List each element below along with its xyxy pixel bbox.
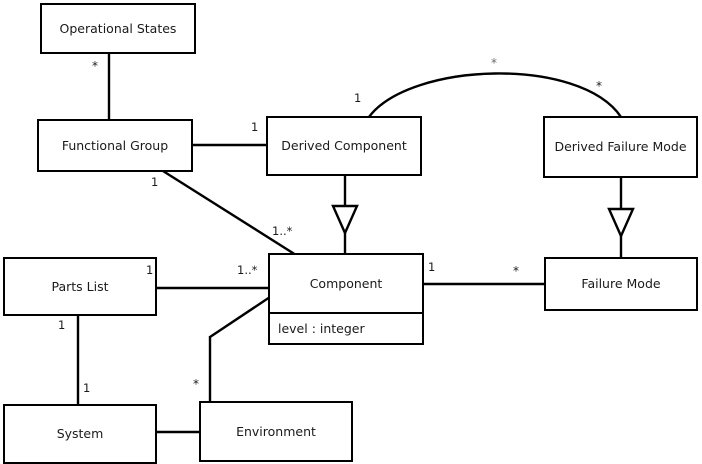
class-name-system: System [56, 426, 104, 442]
class-parts-list[interactable]: Parts List [3, 257, 157, 316]
class-name-parts-list: Parts List [51, 278, 109, 294]
class-operational-states[interactable]: Operational States [40, 3, 196, 54]
generalization-triangle-failure-mode [607, 207, 635, 239]
multiplicity-parts-list-system-bottom: 1 [83, 381, 91, 395]
class-failure-mode[interactable]: Failure Mode [544, 257, 698, 311]
edge-derived-component-derived-failure-mode-arc [368, 72, 622, 118]
class-attribute-component-level: level : integer [270, 312, 422, 343]
class-name-derived-failure-mode: Derived Failure Mode [554, 139, 687, 155]
multiplicity-derived-component-arc: 1 [354, 91, 362, 105]
multiplicity-operational-states-functional-group: * [92, 59, 98, 73]
class-environment[interactable]: Environment [199, 401, 353, 462]
multiplicity-parts-list-component-left: 1 [146, 263, 154, 277]
class-name-functional-group: Functional Group [61, 137, 169, 153]
multiplicity-functional-group-derived-component: 1 [251, 120, 259, 134]
class-derived-component[interactable]: Derived Component [266, 116, 422, 176]
multiplicity-component-from-functional-group: 1..* [272, 224, 293, 238]
multiplicity-environment-component: * [193, 377, 199, 391]
class-name-environment: Environment [236, 423, 316, 439]
class-component[interactable]: Component level : integer [268, 253, 424, 345]
generalization-triangle-component [331, 204, 359, 236]
multiplicity-parts-list-system-top: 1 [58, 318, 66, 332]
multiplicity-component-failure-mode-left: 1 [428, 260, 436, 274]
multiplicity-arc-peak: * [491, 56, 497, 70]
class-derived-failure-mode[interactable]: Derived Failure Mode [543, 116, 698, 178]
multiplicity-functional-group-component: 1 [151, 175, 159, 189]
class-name-derived-component: Derived Component [281, 138, 407, 154]
edge-environment-component-diagonal [209, 296, 271, 338]
multiplicity-component-failure-mode-right: * [513, 264, 519, 278]
class-name-failure-mode: Failure Mode [581, 276, 661, 292]
edge-functional-group-component [162, 169, 297, 257]
multiplicity-arc-derived-failure-mode: * [596, 79, 602, 93]
class-name-operational-states: Operational States [59, 20, 177, 36]
class-name-component: Component [309, 275, 383, 291]
multiplicity-parts-list-component-right: 1..* [237, 263, 258, 277]
class-functional-group[interactable]: Functional Group [37, 119, 193, 172]
class-system[interactable]: System [3, 404, 157, 464]
